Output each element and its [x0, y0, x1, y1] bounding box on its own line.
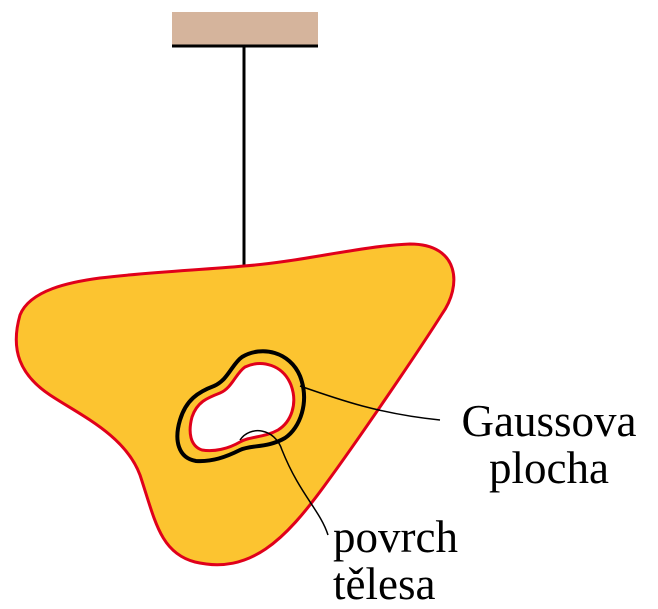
body-surface-label-line1: povrch [333, 514, 458, 561]
gaussian-surface-label: Gaussova plocha [454, 398, 644, 492]
ceiling-support [172, 12, 318, 46]
gaussian-surface-label-line2: plocha [454, 445, 644, 492]
body-surface-label-line2: tělesa [333, 561, 458, 608]
body-surface-label: povrch tělesa [333, 514, 458, 608]
gaussian-surface-label-line1: Gaussova [454, 398, 644, 445]
